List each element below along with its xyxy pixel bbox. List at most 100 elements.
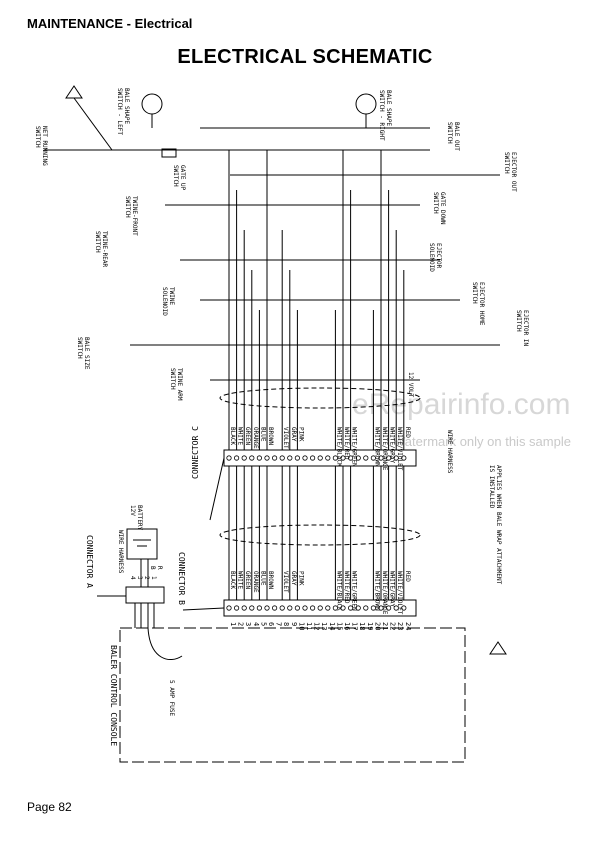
terminal-pin — [393, 455, 399, 461]
twelve-volt-label: 12 VOLT — [407, 372, 414, 398]
connector-a-label: CONNECTOR A — [85, 535, 94, 588]
terminal-number: 20 — [373, 622, 381, 630]
terminal-pin — [347, 605, 354, 611]
terminal-pin — [256, 455, 262, 461]
wire-color-label: WHITE/BROWN — [373, 571, 380, 611]
wire-color-label: WHITE/RED — [343, 571, 350, 604]
wire-color-label: VIOLET — [282, 427, 289, 449]
wire-harness-label-lower: WIRE HARNESS — [117, 530, 124, 574]
wire-color-label: WHITE — [237, 427, 244, 445]
terminal-pin — [317, 605, 323, 611]
wire-color-label: BLACK — [229, 427, 236, 445]
wire-color-label: BLACK — [229, 571, 236, 589]
wire-color-label: WHITE/ORANGE — [381, 571, 388, 615]
wire-color-label: RED — [404, 571, 411, 582]
connector-a-pin-number: 4 — [129, 576, 136, 580]
terminal-number: 22 — [389, 622, 397, 630]
terminal-pin — [370, 605, 376, 611]
page-number: Page 82 — [27, 800, 72, 814]
wire-color-label: GRAY — [290, 571, 297, 586]
wire-color-label: ORANGE — [252, 571, 259, 593]
wire-color-label: GREEN — [244, 427, 251, 445]
terminal-pin — [309, 605, 316, 611]
terminal-pin — [347, 455, 354, 461]
wire-color-label: WHITE/BROWN — [373, 427, 380, 467]
ejector-home-label: EJECTOR HOMESWITCH — [471, 282, 485, 326]
gate-down-label: GATE DOWNSWITCH — [432, 192, 446, 225]
terminal-number: 24 — [404, 622, 412, 630]
terminal-pin — [340, 605, 346, 611]
terminal-pin — [332, 605, 338, 611]
terminal-pin — [287, 455, 293, 461]
terminal-pin — [249, 455, 255, 461]
wire-color-label: RED — [404, 427, 411, 438]
battery-symbol — [126, 528, 158, 560]
terminal-number: 4 — [252, 622, 260, 626]
terminal-pin — [309, 455, 316, 461]
wire-color-label: PINK — [297, 427, 304, 442]
battery-label: BATTERY12V — [129, 505, 143, 531]
wire-color-label: WHITE/GREEN — [351, 571, 358, 611]
twine-solenoid-label: TWINESOLENOID — [161, 287, 175, 316]
terminal-number: 1 — [229, 622, 237, 626]
wire-color-label: PINK — [297, 571, 304, 586]
terminal-number: 8 — [282, 622, 290, 626]
ejector-solenoid-label: EJECTORSOLENOID — [428, 243, 442, 272]
wire-color-label: VIOLET — [282, 571, 289, 593]
terminal-number: 11 — [305, 622, 313, 630]
connector-c-label: CONNECTOR C — [191, 426, 200, 479]
terminal-pin — [287, 605, 293, 611]
bale-out-label: BALE OUTSWITCH — [446, 122, 460, 151]
terminal-pin — [340, 455, 346, 461]
terminal-pin — [279, 455, 285, 461]
bale-shape-right-label: BALE SHAPESWITCH - RIGHT — [378, 90, 392, 141]
terminal-number: 10 — [297, 622, 305, 630]
terminal-pin — [325, 605, 331, 611]
ejector-in-label: EJECTOR INSWITCH — [515, 310, 529, 347]
wire-color-label: WHITE — [237, 571, 244, 589]
terminal-pin — [279, 605, 285, 611]
terminal-number: 3 — [244, 622, 252, 626]
connector-a-pin-number: 2 — [143, 576, 150, 580]
wire-color-label: WHITE/VIOLET — [396, 571, 403, 615]
net-running-label: NET RUNNINGSWITCH — [34, 126, 48, 166]
terminal-pin — [264, 455, 270, 461]
terminal-number: 5 — [259, 622, 267, 626]
terminal-pin — [234, 605, 240, 611]
connector-a-wire-label: B — [149, 566, 156, 570]
terminal-pin — [264, 605, 270, 611]
wire-color-label: GRAY — [290, 427, 297, 442]
wire-color-label: WHITE/BLACK — [335, 427, 342, 467]
wire-color-label: WHITE/GRAY — [389, 427, 396, 464]
terminal-number: 17 — [351, 622, 359, 630]
terminal-pin — [393, 605, 399, 611]
terminal-number: 19 — [366, 622, 374, 630]
terminal-number: 13 — [320, 622, 328, 630]
connector-a-pin-number: 3 — [136, 576, 143, 580]
terminal-pin — [241, 455, 247, 461]
connector-a-strip — [125, 586, 165, 604]
wire-color-label: WHITE/RED — [343, 427, 350, 460]
terminal-pin — [363, 455, 369, 461]
terminal-pin — [226, 605, 232, 611]
terminal-pin — [302, 605, 308, 611]
wire-color-label: BLUE — [259, 427, 266, 442]
terminal-pin — [294, 455, 300, 461]
terminal-pin — [355, 605, 361, 611]
terminal-pin — [271, 455, 278, 461]
terminal-number: 6 — [267, 622, 275, 626]
console-label: BALER CONTROL CONSOLE — [109, 645, 118, 746]
terminal-pin — [234, 455, 240, 461]
terminal-number: 9 — [290, 622, 298, 626]
twine-front-label: TWINE-FRONTSWITCH — [124, 196, 138, 236]
wire-color-label: BROWN — [267, 427, 274, 445]
terminal-pin — [385, 605, 392, 611]
wire-color-label: WHITE/GRAY — [389, 571, 396, 608]
bale-shape-left-label: BALE SHAPESWITCH - LEFT — [116, 88, 130, 135]
terminal-pin — [241, 605, 247, 611]
terminal-number: 23 — [396, 622, 404, 630]
terminal-pin — [378, 455, 384, 461]
wire-color-label: GREEN — [244, 571, 251, 589]
terminal-pin — [401, 455, 407, 461]
wire-color-label: WHITE/BLACK — [335, 571, 342, 611]
